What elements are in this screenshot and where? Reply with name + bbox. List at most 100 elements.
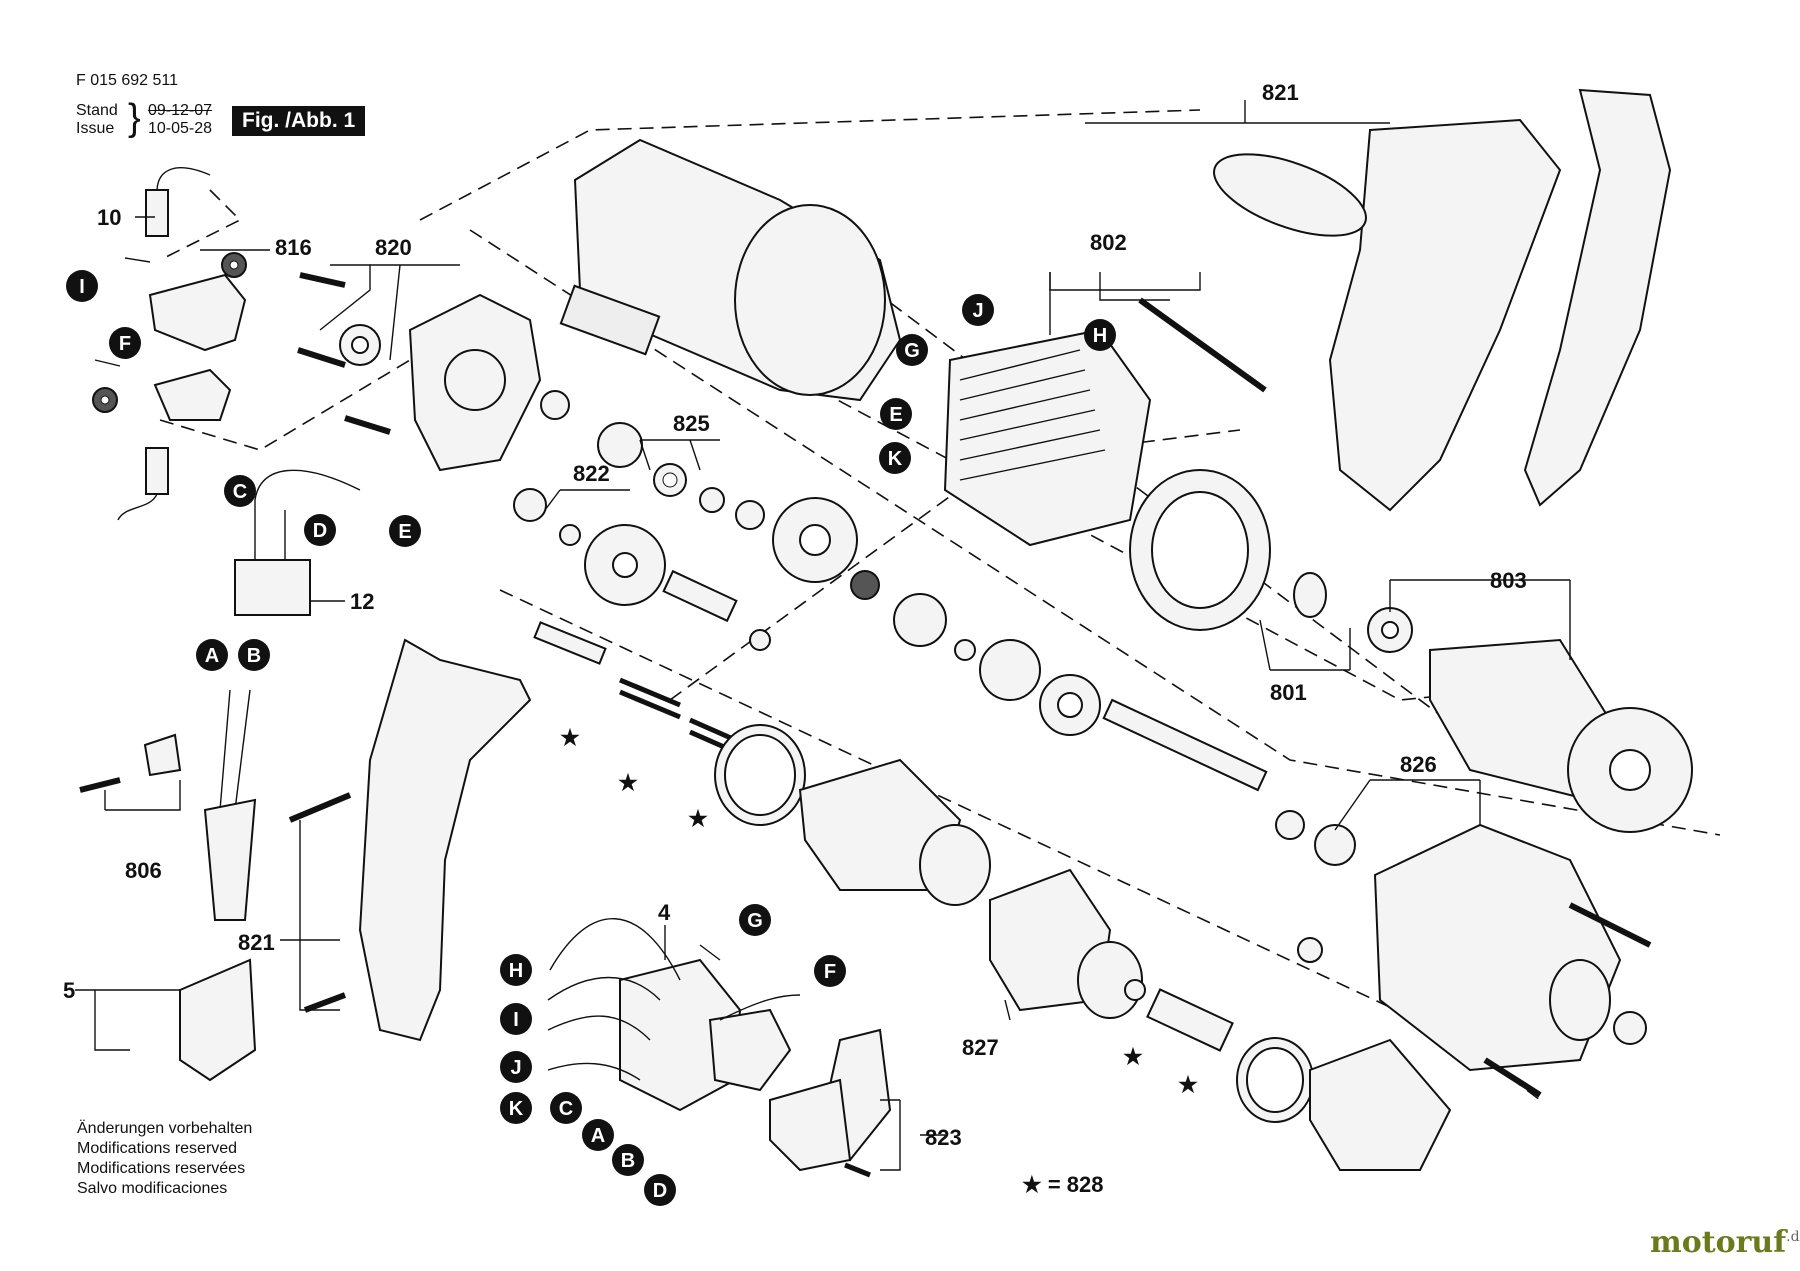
star-markers: ★ ★ ★ ★ ★ [560,725,1198,1097]
housing-screw-2 [1483,1057,1542,1098]
label-806: 806 [125,858,162,883]
capacitor-wire-1 [254,469,361,560]
note-de: Änderungen vorbehalten [77,1120,253,1137]
svg-text:E: E [398,521,411,543]
svg-text:D: D [653,1180,667,1202]
bushing-822 [513,488,547,522]
washer-825-3 [735,500,765,530]
screw-small-2 [94,359,121,367]
leader-lines [75,100,1571,1171]
cord-wire-a [219,689,231,811]
svg-text:G: G [904,340,920,362]
date-brace: } [128,97,141,139]
label-821-left: 821 [238,930,275,955]
mains-plug [179,958,257,1082]
label-801: 801 [1270,680,1307,705]
screw-820-2 [297,347,346,368]
bit-holder-rod [533,621,607,665]
badge-K-top: K [879,442,911,474]
watermark-suffix: .de [1786,1229,1800,1245]
brush-wire-bottom [117,493,158,521]
power-cord [79,689,257,1082]
spindle-bushing [1275,810,1305,840]
svg-text:H: H [509,960,523,982]
handle-screw-1 [288,792,352,823]
switch-assembly [547,918,892,1178]
cord-sleeve [203,798,257,921]
switch-wire-f [719,994,801,1021]
capacitor [234,559,311,616]
cord-wire-b [234,689,251,811]
label-816: 816 [275,235,312,260]
spindle-sleeve [1314,824,1356,866]
stand-date: 09-12-07 [148,102,213,119]
badge-H-switch: H [500,954,532,986]
retaining-ring [1613,1011,1647,1045]
gear-housing-nozzle [1549,959,1611,1041]
part-number-labels: 10 816 820 821 802 825 822 12 803 801 82… [63,80,1527,1150]
washer-clutch [954,639,976,661]
badge-A-cord: A [196,639,228,671]
badge-E-top: E [389,515,421,547]
badge-F-switch: F [814,955,846,987]
carbon-brush-top [145,189,169,237]
clutch-parts [850,570,1356,963]
watermark-text: motoruf [1650,1225,1787,1260]
brush-holder-group [92,167,247,521]
star-1: ★ [560,725,580,750]
label-5: 5 [63,978,75,1003]
figure-label: Fig. /Abb. 1 [232,106,366,136]
bit-1 [619,677,681,708]
switch-wire-g [699,944,721,961]
badge-C-switch: C [550,1092,582,1124]
svg-text:F: F [119,333,131,355]
badge-C-top: C [224,475,256,507]
label-823: 823 [925,1125,962,1150]
label-10: 10 [97,205,121,230]
nose-cone [1309,1038,1452,1171]
svg-text:B: B [247,645,261,667]
label-802: 802 [1090,230,1127,255]
star-4: ★ [1123,1044,1143,1069]
note-fr: Modifications reservées [77,1160,246,1177]
badge-D-top: D [304,514,336,546]
rating-plate [559,284,661,356]
screw-820-3 [344,415,391,435]
badge-K-switch: K [500,1092,532,1124]
washer-822 [559,524,581,546]
svg-text:K: K [509,1098,524,1120]
label-825: 825 [673,411,710,436]
connector-badges: I F C D E J H G E K A B G F H I J K C A … [66,270,1116,1206]
brush-holder-bottom [153,368,232,421]
badge-I-top: I [66,270,98,302]
trigger-screw [844,1162,871,1178]
clutch-disc-1 [893,593,947,647]
screw-820-1 [299,272,346,288]
badge-B-cord: B [238,639,270,671]
handle-cover-right [1523,88,1672,507]
badge-B-switch: B [612,1144,644,1176]
switch-wire-i [547,976,661,1001]
clutch-disc-2 [979,639,1041,701]
cord-clamp-screw [79,777,121,793]
svg-text:C: C [559,1098,573,1120]
field-stator [943,328,1152,547]
stator-screw [1138,297,1267,393]
star-5: ★ [1178,1072,1198,1097]
watermark-logo: motoruf.de [1650,1225,1800,1260]
svg-text:B: B [621,1150,635,1172]
handle-half-right [1328,118,1562,512]
bit-sleeve [1146,988,1234,1052]
badge-J-top: J [962,294,994,326]
carbon-brush-bottom [145,447,169,495]
svg-text:F: F [824,961,836,983]
spindle-ring [1297,937,1323,963]
svg-text:A: A [205,645,219,667]
switch-wire-j [547,1015,651,1041]
stand-label: Stand [76,102,118,119]
note-es: Salvo modificaciones [77,1180,228,1197]
bushing-1 [540,390,570,420]
depth-stop-assembly [714,724,1452,1171]
